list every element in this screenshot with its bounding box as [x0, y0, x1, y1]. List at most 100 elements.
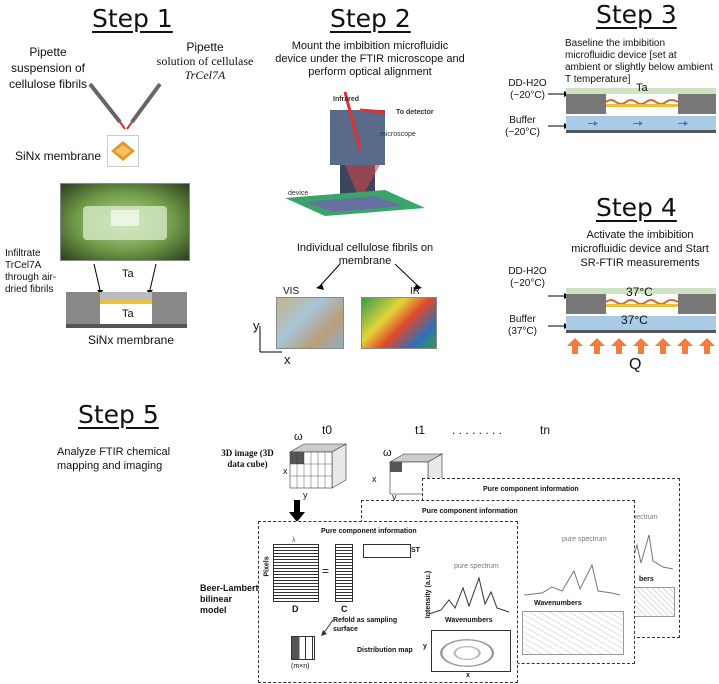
step1-ta-bottom: Ta: [122, 308, 134, 320]
step3-ddh2o-line1: DD-H2O: [508, 78, 547, 89]
step3-ddh2o-line2: (~20°C): [510, 90, 545, 101]
step4-title: Step 4: [596, 193, 677, 222]
pipette-right-line1: Pipette: [186, 40, 224, 54]
pipettes-illustration: [88, 82, 162, 130]
refold-arrow-icon: [321, 619, 334, 636]
ir-image: [361, 297, 437, 349]
front-pure-spectrum: pure spectrum: [454, 563, 499, 570]
distribution-map-plot: [431, 630, 511, 672]
step4-buffer-line2: (37°C): [507, 326, 537, 337]
step3-buffer-line2: (~20°C): [505, 127, 540, 138]
step1-device-crosssection: [66, 263, 187, 328]
back-spectrum-t1: pure spectrum: [562, 536, 607, 543]
matrix-c: [335, 544, 353, 602]
step3-desc: Baseline the imbibition microfluidic dev…: [565, 38, 713, 85]
result-panel-t0: Pure component information λ Pixels D = …: [258, 521, 518, 683]
cube2-x: x: [372, 474, 377, 484]
matrix-d-label: D: [292, 604, 299, 614]
down-arrow-icon: [289, 500, 305, 522]
step4-buffer: Buffer (37°C): [500, 314, 545, 338]
matrix-d: [273, 544, 319, 602]
map-x-label: x: [466, 672, 470, 679]
beer-lambert-label: Beer-Lambert bilinear model: [200, 583, 259, 615]
pipette-right-icon: [126, 82, 162, 130]
ftir-microscope-illustration: [285, 91, 425, 216]
step3-ddh2o: DD-H2O (~20°C): [505, 78, 550, 102]
fibril-arrows: [316, 263, 422, 290]
mxn-label: (m×n): [291, 663, 310, 670]
pixels-label: Pixels: [263, 556, 271, 577]
time-t0: t0: [322, 423, 333, 437]
step4-ddh2o: DD-H2O (~20°C): [505, 266, 550, 290]
matrix-st-label: ST: [411, 547, 420, 554]
step4-device-crosssection: [548, 288, 716, 354]
cube2-y: y: [392, 492, 397, 502]
step4-buffer-line1: Buffer: [509, 314, 536, 325]
back-pure-component-t1: Pure component information: [422, 508, 518, 515]
back-map-t1: [522, 611, 624, 655]
device-label: device: [288, 190, 309, 197]
back-spectrum-tn: e spectrum: [623, 514, 658, 521]
ir-label: IR: [410, 286, 420, 297]
lambda-label: λ: [292, 537, 296, 544]
heat-q-label: Q: [629, 356, 642, 373]
step1-title: Step 1: [92, 4, 173, 33]
pipette-right-line2: solution of cellulase: [156, 54, 254, 68]
cube2-omega: ω: [383, 447, 392, 459]
time-tn: tn: [540, 423, 551, 437]
distribution-map-label: Distribution map: [357, 647, 413, 654]
time-t1: t1: [415, 423, 426, 437]
step1-pipette-right: Pipette solution of cellulase TrCel7A: [150, 40, 260, 82]
back-pure-component-tn: Pure component information: [483, 486, 579, 493]
step3-buffer-line1: Buffer: [509, 115, 536, 126]
matrix-st: [363, 544, 411, 558]
back-wn-t1: Wavenumbers: [534, 600, 582, 607]
pipette-left-icon: [88, 82, 126, 130]
cube1-y: y: [303, 490, 308, 500]
step4-ddh2o-line2: (~20°C): [510, 278, 545, 289]
step1-infiltrate: Infiltrate TrCel7A through air-dried fib…: [5, 248, 57, 295]
step3-title: Step 3: [596, 0, 677, 29]
front-pure-component: Pure component information: [321, 528, 417, 535]
time-dots: . . . . . . . .: [452, 423, 503, 437]
step5-desc: Analyze FTIR chemical mapping and imagin…: [57, 446, 171, 472]
step3-ta: Ta: [636, 82, 648, 94]
refold-label: Refold as sampling surface: [333, 617, 398, 633]
mxn-grid: [291, 636, 315, 660]
data-cube-t1: [388, 453, 444, 495]
vis-image: [276, 297, 344, 349]
step1-ta-top: Ta: [122, 268, 134, 280]
step2-fibrils: Individual cellulose fibrils on membrane: [296, 242, 434, 267]
cube1-omega: ω: [294, 431, 303, 443]
step2-desc: Mount the imbibition microfluidic device…: [275, 40, 465, 78]
matrix-c-label: C: [341, 604, 348, 614]
heat-arrows-icon: [567, 338, 715, 354]
step3-device-crosssection: [548, 88, 716, 133]
axis-x-label: x: [284, 352, 291, 367]
cube1-x: x: [283, 466, 288, 476]
back-wn-tn: bers: [639, 576, 654, 583]
membrane-chip-icon: [107, 135, 139, 167]
data-cube-t0: [288, 443, 348, 489]
pipette-right-line3: TrCel7A: [184, 68, 226, 82]
xy-axis-icon: [259, 326, 282, 353]
infrared-label: Infrared: [333, 96, 360, 103]
microscope-label: microscope: [380, 131, 416, 138]
step1-pipette-left: Pipette suspension of cellulose fibrils: [8, 45, 88, 91]
step2-title: Step 2: [330, 4, 411, 33]
axis-y-label: y: [253, 318, 260, 333]
step1-membrane-label-bottom: SiNx membrane: [88, 333, 175, 347]
device-photo: [60, 183, 190, 261]
to-detector-label: To detector: [396, 109, 434, 116]
step4-desc: Activate the imbibition microfluidic dev…: [571, 229, 709, 269]
cube-label: 3D image (3D data cube): [221, 448, 274, 469]
front-wavenumbers: Wavenumbers: [445, 617, 493, 624]
step3-buffer: Buffer (~20°C): [500, 115, 545, 139]
step4-temp-top: 37°C: [626, 285, 653, 299]
step5-title: Step 5: [78, 400, 159, 429]
map-y-label: y: [423, 643, 427, 650]
back-spectrum-plot-t1: [523, 563, 621, 596]
step4-temp-mid: 37°C: [621, 313, 648, 327]
step1-membrane-label: SiNx membrane: [15, 149, 102, 163]
equals-sign: =: [322, 564, 330, 578]
